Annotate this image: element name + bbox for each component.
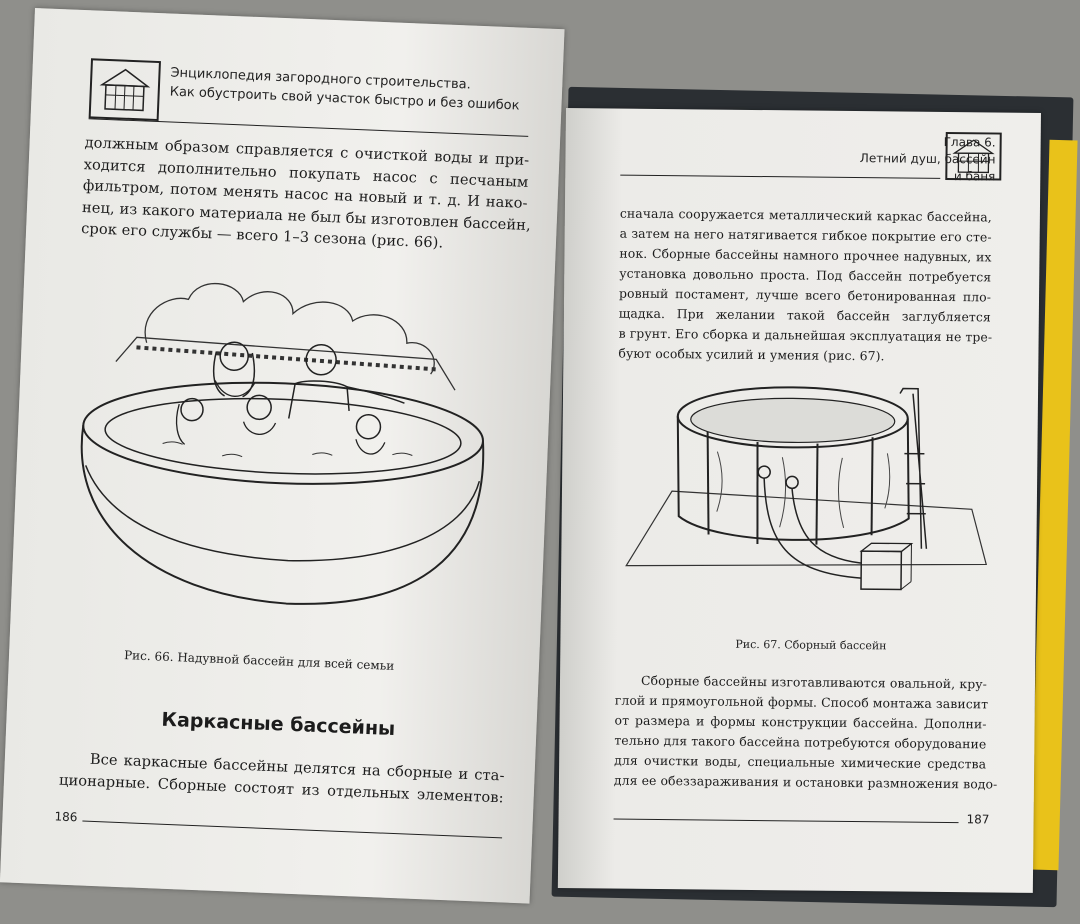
house-icon (88, 58, 161, 122)
paragraph-2: Все каркасные бассейны делятся на сборны… (59, 748, 505, 809)
paragraph-1: сначала сооружается металлический каркас… (618, 204, 992, 368)
inflatable-pool-illustration (80, 283, 485, 605)
right-page: Глава 6. Летний душ, бассейн и баня снач… (557, 108, 1041, 893)
header-title: Энциклопедия загородного строительства. … (169, 63, 520, 115)
paragraph-1: должным образом справляется с очисткой в… (81, 132, 531, 257)
house-icon (945, 131, 1002, 181)
figure-caption-67: Рис. 67. Сборный бассейн (735, 637, 887, 653)
text-line: буют особых усилий и умения (рис. 67). (618, 345, 885, 364)
figure-caption-66: Рис. 66. Надувной бассейн для всей семьи (123, 648, 395, 673)
page-number: 186 (54, 809, 78, 825)
section-title: Каркасные бассейны (161, 708, 396, 741)
paragraph-2: Сборные бассейны изготавливаются овально… (613, 671, 998, 795)
frame-pool-illustration (625, 386, 988, 591)
text-line: для ее обеззараживания и остановки размн… (613, 772, 998, 792)
footer-rule (82, 820, 503, 839)
footer-rule (613, 818, 959, 824)
page-number: 187 (966, 812, 990, 827)
left-page: Энциклопедия загородного строительства. … (0, 8, 565, 904)
